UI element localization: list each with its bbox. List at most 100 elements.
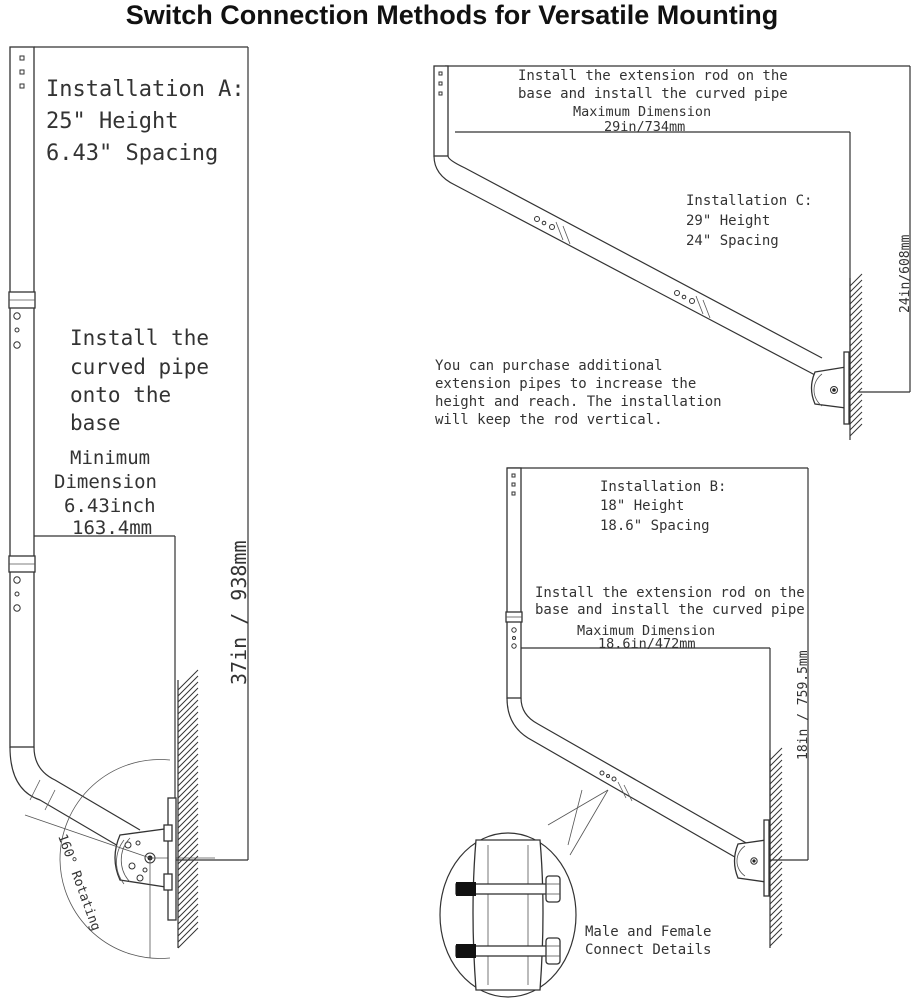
hatch-stroke (769, 897, 783, 911)
installation-a-instruction-line: base (70, 411, 121, 435)
hatch-stroke (177, 699, 199, 721)
hatch-stroke (849, 411, 863, 425)
hatch-stroke (177, 843, 199, 865)
installation-a-instruction-line: Install the (70, 326, 209, 350)
hatch-stroke (177, 735, 199, 757)
hatch-stroke (177, 687, 199, 709)
wall-hatch-b (769, 747, 783, 947)
hatch-stroke (849, 303, 863, 317)
hatch-stroke (177, 795, 199, 817)
installation-a-spacing: 6.43" Spacing (46, 141, 218, 166)
hatch-stroke (769, 765, 783, 779)
hatch-stroke (177, 801, 199, 823)
hatch-stroke (177, 723, 199, 745)
hatch-stroke (177, 807, 199, 829)
detail-caption-line: Connect Details (585, 942, 711, 958)
installation-a-dim-inch: 6.43inch (64, 495, 156, 517)
hatch-stroke (849, 285, 863, 299)
hatch-stroke (849, 399, 863, 413)
hatch-stroke (849, 405, 863, 419)
hatch-stroke (177, 741, 199, 763)
wall-hatch-c (849, 273, 863, 437)
hatch-stroke (769, 831, 783, 845)
hatch-stroke (177, 837, 199, 859)
hatch-stroke (769, 795, 783, 809)
hatch-stroke (769, 879, 783, 893)
hatch-stroke (177, 927, 199, 949)
wall-hatch-a (177, 669, 199, 949)
installation-b-vertical-dim: 18in / 759.5mm (796, 650, 811, 760)
hatch-stroke (769, 933, 783, 947)
hatch-stroke (769, 789, 783, 803)
hatch-stroke (177, 753, 199, 775)
installation-b-instruction-line: base and install the curved pipe (535, 602, 805, 618)
hatch-stroke (769, 753, 783, 767)
installation-c-instruction-line: Install the extension rod on the (518, 68, 788, 84)
note-line: will keep the rod vertical. (435, 412, 663, 428)
hatch-stroke (849, 339, 863, 353)
note-line: height and reach. The installation (435, 394, 722, 410)
hatch-stroke (177, 855, 199, 877)
hatch-stroke (849, 345, 863, 359)
hatch-stroke (849, 387, 863, 401)
hatch-stroke (177, 921, 199, 943)
hatch-stroke (769, 759, 783, 773)
installation-c-drawing (433, 65, 911, 440)
hatch-stroke (177, 831, 199, 853)
hatch-stroke (769, 813, 783, 827)
hatch-stroke (849, 315, 863, 329)
hatch-stroke (849, 381, 863, 395)
installation-a-height: 25" Height (46, 109, 178, 134)
hatch-stroke (177, 885, 199, 907)
installation-c-instruction-line: base and install the curved pipe (518, 86, 788, 102)
hatch-stroke (849, 273, 863, 287)
hatch-stroke (769, 825, 783, 839)
installation-a-instruction-line: curved pipe (70, 355, 209, 379)
hatch-stroke (177, 711, 199, 733)
hatch-stroke (849, 357, 863, 371)
hatch-stroke (177, 909, 199, 931)
installation-b-heading: Installation B: (600, 479, 726, 495)
hatch-stroke (849, 375, 863, 389)
hatch-stroke (177, 789, 199, 811)
hatch-stroke (769, 843, 783, 857)
extension-note: You can purchase additional extension pi… (435, 358, 722, 428)
hatch-stroke (849, 393, 863, 407)
hatch-stroke (177, 669, 199, 691)
page-title: Switch Connection Methods for Versatile … (126, 0, 779, 30)
hatch-stroke (769, 777, 783, 791)
installation-a-instruction-line: onto the (70, 383, 171, 407)
hatch-stroke (769, 807, 783, 821)
installation-b-spacing: 18.6" Spacing (600, 518, 710, 534)
hatch-stroke (849, 351, 863, 365)
hatch-stroke (849, 279, 863, 293)
hatch-stroke (177, 813, 199, 835)
installation-c-text: Install the extension rod on the base an… (518, 68, 913, 313)
installation-b-height: 18" Height (600, 498, 684, 514)
hatch-stroke (769, 855, 783, 869)
note-line: You can purchase additional (435, 358, 663, 374)
hatch-stroke (769, 927, 783, 941)
hatch-stroke (769, 873, 783, 887)
hatch-stroke (769, 921, 783, 935)
detail-caption-line: Male and Female (585, 924, 711, 940)
hatch-stroke (849, 423, 863, 437)
hatch-stroke (849, 417, 863, 431)
installation-a-dim-label: Minimum (70, 447, 150, 469)
installation-c-dim-label: Maximum Dimension (573, 104, 711, 120)
installation-a-dim-mm: 163.4mm (72, 517, 152, 539)
hatch-stroke (177, 897, 199, 919)
installation-c-height: 29" Height (686, 213, 770, 229)
hatch-stroke (769, 909, 783, 923)
hatch-stroke (177, 783, 199, 805)
hatch-stroke (177, 771, 199, 793)
installation-a-dim-label: Dimension (54, 471, 157, 493)
hatch-stroke (177, 867, 199, 889)
installation-c-heading: Installation C: (686, 193, 812, 209)
hatch-stroke (177, 729, 199, 751)
hatch-stroke (769, 903, 783, 917)
hatch-stroke (177, 861, 199, 883)
installation-a-rotating: 160° Rotating (54, 832, 103, 933)
hatch-stroke (177, 681, 199, 703)
